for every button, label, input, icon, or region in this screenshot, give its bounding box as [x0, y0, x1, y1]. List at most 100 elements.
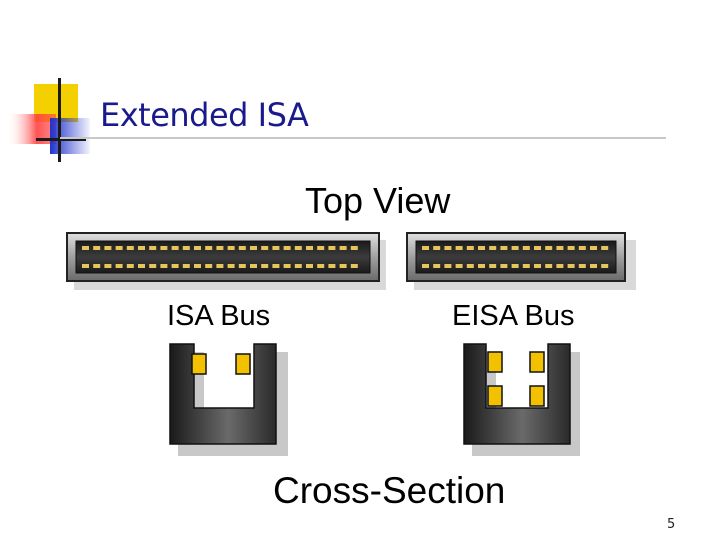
isa-slot-pin	[126, 264, 134, 268]
isa-slot-pin	[283, 246, 291, 250]
eisa-slot-pin	[455, 246, 463, 250]
isa-bus-label: ISA Bus	[167, 300, 271, 332]
isa-slot-pin	[205, 246, 213, 250]
isa-slot-pin	[227, 264, 235, 268]
logo-icon	[8, 78, 90, 162]
eisa-contact-left-upper	[487, 351, 503, 373]
isa-slot-pin	[339, 264, 347, 268]
isa-slot-pin	[328, 264, 336, 268]
isa-slot-pin	[149, 246, 157, 250]
isa-slot-pin	[328, 246, 336, 250]
isa-slot-pin	[261, 264, 269, 268]
eisa-slot-pin	[500, 264, 508, 268]
eisa-slot-pin	[489, 246, 497, 250]
eisa-slot-pin	[601, 246, 609, 250]
isa-slot-pin	[93, 264, 101, 268]
isa-slot-pin	[283, 264, 291, 268]
page-number: 5	[667, 517, 676, 532]
eisa-slot-pin	[500, 246, 508, 250]
eisa-slot-pin	[511, 264, 519, 268]
eisa-slot-pin	[444, 246, 452, 250]
eisa-slot-pin	[422, 246, 429, 250]
eisa-slot-pin	[478, 264, 485, 268]
eisa-slot-pin	[478, 246, 485, 250]
isa-slot-pin	[350, 264, 358, 268]
cross-section-label: Cross-Section	[273, 470, 506, 511]
eisa-slot-pin	[489, 264, 497, 268]
eisa-slot-pin	[578, 264, 586, 268]
isa-slot-pin	[272, 264, 280, 268]
eisa-slot-pin	[466, 264, 474, 268]
eisa-contact-left-lower	[487, 385, 503, 407]
isa-slot-pin	[138, 264, 145, 268]
isa-slot-pin	[138, 246, 145, 250]
isa-slot-pin	[104, 264, 112, 268]
eisa-slot-pin	[601, 264, 609, 268]
eisa-slot-pin	[444, 264, 452, 268]
isa-slot-pin	[317, 264, 325, 268]
eisa-slot-pin	[511, 246, 519, 250]
isa-contact-left	[191, 353, 207, 375]
eisa-slot-pin	[545, 264, 553, 268]
isa-slot-pin	[115, 246, 123, 250]
isa-slot-pin	[294, 264, 302, 268]
isa-slot-pin	[182, 264, 190, 268]
isa-slot-pin	[160, 246, 168, 250]
isa-slot-pin	[306, 246, 313, 250]
eisa-slot-pin	[545, 246, 553, 250]
eisa-slot-pin	[578, 246, 586, 250]
isa-slot-pin	[82, 264, 89, 268]
isa-slot-pin	[104, 246, 112, 250]
isa-slot-pin	[160, 264, 168, 268]
isa-slot-pin	[182, 246, 190, 250]
isa-slot-pin	[82, 246, 89, 250]
isa-slot-pin	[350, 246, 358, 250]
isa-slot-pin	[205, 264, 213, 268]
eisa-top-view-slot	[406, 232, 636, 290]
isa-cross-section	[169, 343, 288, 456]
isa-slot-pin	[272, 246, 280, 250]
isa-slot-pin	[149, 264, 157, 268]
slide-title: Extended ISA	[100, 96, 309, 134]
eisa-slot-pin	[534, 264, 541, 268]
eisa-slot-pin	[522, 246, 530, 250]
isa-slot-pin	[261, 246, 269, 250]
eisa-slot-pin	[522, 264, 530, 268]
eisa-slot-pin	[556, 246, 564, 250]
top-view-label: Top View	[305, 180, 451, 221]
eisa-slot-pin	[567, 246, 575, 250]
eisa-slot-pin	[466, 246, 474, 250]
isa-slot-pin	[294, 246, 302, 250]
eisa-slot-pin	[433, 246, 441, 250]
eisa-slot-pin	[590, 264, 597, 268]
isa-slot-pin	[171, 264, 179, 268]
eisa-slot-pin	[556, 264, 564, 268]
isa-slot-pin	[115, 264, 123, 268]
isa-slot-pin	[171, 246, 179, 250]
eisa-bus-label: EISA Bus	[452, 300, 575, 332]
isa-slot-pin	[216, 264, 224, 268]
isa-slot-pin	[339, 246, 347, 250]
eisa-slot-pin	[567, 264, 575, 268]
isa-slot-pin	[126, 246, 134, 250]
eisa-slot-pin	[534, 246, 541, 250]
title-divider	[60, 137, 666, 139]
isa-top-view-slot	[66, 232, 386, 290]
isa-slot-pin	[238, 264, 246, 268]
isa-slot-pin	[93, 246, 101, 250]
eisa-slot-pin	[422, 264, 429, 268]
eisa-slot-pin	[433, 264, 441, 268]
isa-slot-pin	[250, 246, 257, 250]
isa-slot-pin	[227, 246, 235, 250]
isa-slot-pin	[317, 246, 325, 250]
eisa-slot-pin	[590, 246, 597, 250]
isa-slot-pin	[194, 264, 201, 268]
eisa-contact-right-upper	[529, 351, 545, 373]
eisa-slot-pin	[455, 264, 463, 268]
isa-slot-pin	[306, 264, 313, 268]
isa-slot-pin	[250, 264, 257, 268]
isa-slot-pin	[194, 246, 201, 250]
isa-contact-right	[235, 353, 251, 375]
eisa-cross-section	[463, 343, 580, 456]
